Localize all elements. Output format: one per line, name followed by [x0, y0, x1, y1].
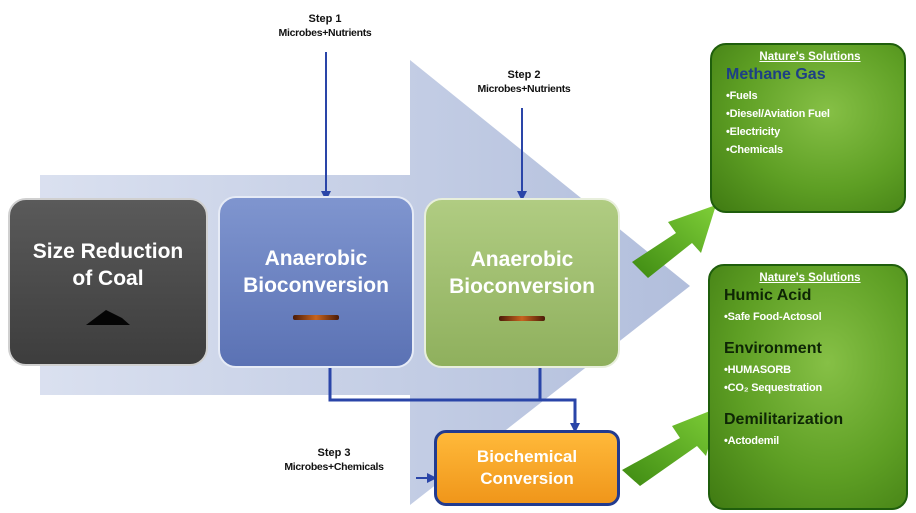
biochemical-conversion-label: Biochemical Conversion: [476, 447, 578, 488]
heat-indicator-2: [499, 315, 545, 321]
humic-panel-tag: Nature's Solutions: [759, 272, 861, 284]
environment-item: •CO₂ Sequestration: [724, 382, 823, 394]
size-reduction-label: Size Reduction of Coal: [32, 240, 184, 290]
step1-label: Step 1 Microbes+Nutrients: [250, 12, 400, 40]
humic-output-arrow: [622, 407, 720, 486]
heat-indicator-1: [293, 314, 339, 320]
methane-item: •Electricity: [726, 126, 781, 138]
biochemical-connector: [328, 368, 580, 433]
step1-title: Step 1: [308, 13, 342, 25]
size-reduction-box: Size Reduction of Coal: [8, 198, 208, 366]
methane-item: •Fuels: [726, 90, 758, 102]
step2-title: Step 2: [507, 69, 541, 81]
methane-output-arrow: [632, 205, 716, 278]
methane-item: •Chemicals: [726, 144, 783, 156]
step3-ingredients: Microbes+Chemicals: [284, 461, 384, 473]
methane-item: •Diesel/Aviation Fuel: [726, 108, 830, 120]
humic-acid-heading: Humic Acid: [724, 287, 812, 304]
demilitarization-item: •Actodemil: [724, 435, 780, 447]
step2-ingredients: Microbes+Nutrients: [477, 83, 571, 95]
methane-panel-tag: Nature's Solutions: [759, 51, 861, 63]
environment-item: •HUMASORB: [724, 364, 791, 376]
biochemical-conversion-box: Biochemical Conversion: [434, 430, 620, 506]
methane-heading: Methane Gas: [726, 66, 826, 83]
methane-solutions-panel: Nature's Solutions Methane Gas •Fuels •D…: [710, 43, 906, 213]
step3-label: Step 3 Microbes+Chemicals: [254, 446, 414, 474]
anaerobic-bioconversion-label-2: Anaerobic Bioconversion: [449, 247, 595, 298]
humic-solutions-panel: Nature's Solutions Humic Acid •Safe Food…: [708, 264, 908, 510]
anaerobic-bioconversion-box-1: Anaerobic Bioconversion: [218, 196, 414, 368]
step3-title: Step 3: [317, 447, 351, 459]
environment-heading: Environment: [724, 340, 822, 357]
anaerobic-bioconversion-box-2: Anaerobic Bioconversion: [424, 198, 620, 368]
coal-pile-icon: [86, 310, 130, 325]
step2-label: Step 2 Microbes+Nutrients: [444, 68, 604, 96]
humic-item: •Safe Food-Actosol: [724, 311, 822, 323]
anaerobic-bioconversion-label-1: Anaerobic Bioconversion: [243, 246, 389, 297]
step1-ingredients: Microbes+Nutrients: [278, 27, 372, 39]
demilitarization-heading: Demilitarization: [724, 411, 844, 428]
